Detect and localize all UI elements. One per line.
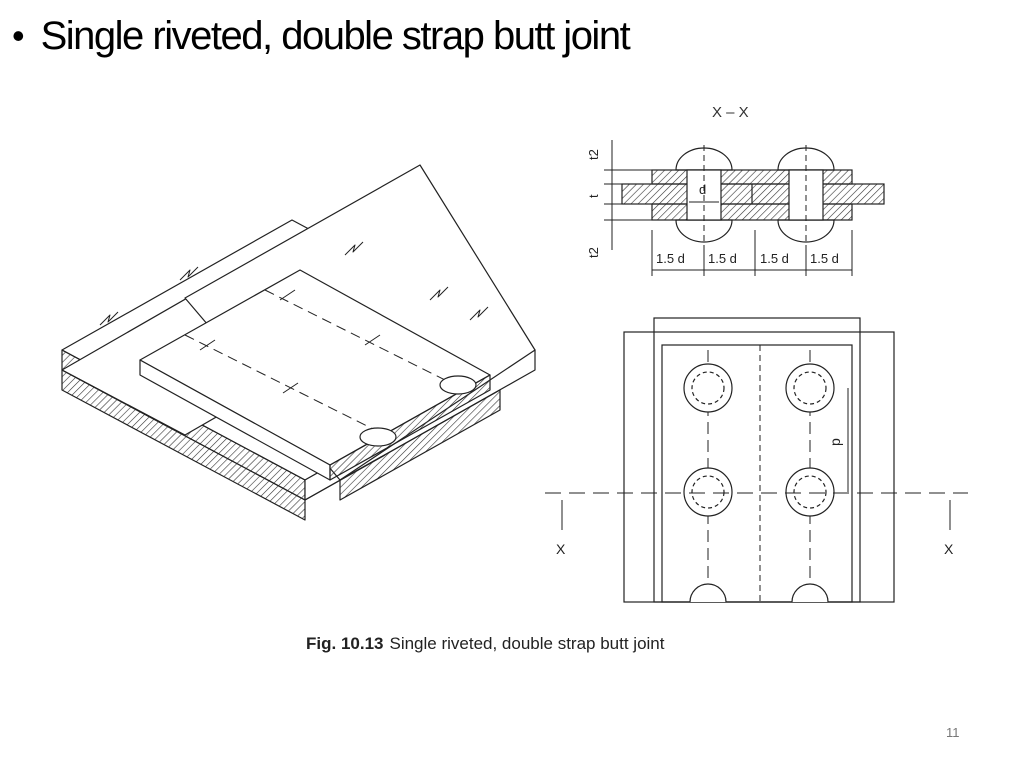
plan-rivets bbox=[683, 363, 835, 603]
spacing-label-1: 1.5 d bbox=[656, 251, 685, 266]
section-mark-left: X bbox=[556, 541, 566, 557]
dim-d: d bbox=[699, 182, 706, 197]
dim-t2-top: t2 bbox=[586, 149, 601, 160]
dim-t2-bottom: t2 bbox=[586, 247, 601, 258]
figure-caption: Fig. 10.13 Single riveted, double strap b… bbox=[306, 634, 665, 654]
section-plates bbox=[621, 169, 885, 221]
spacing-label-3: 1.5 d bbox=[760, 251, 789, 266]
slide-title: Single riveted, double strap butt joint bbox=[40, 14, 631, 58]
caption-text: Single riveted, double strap butt joint bbox=[389, 634, 665, 653]
spacing-label-2: 1.5 d bbox=[708, 251, 737, 266]
thickness-dimensions bbox=[604, 140, 652, 250]
title-bullet: • bbox=[12, 15, 25, 56]
caption-label: Fig. 10.13 bbox=[306, 634, 384, 653]
section-mark-right: X bbox=[944, 541, 954, 557]
section-view: X – X bbox=[586, 104, 885, 276]
section-label: X – X bbox=[712, 104, 749, 121]
rivet-position-ticks bbox=[199, 289, 381, 394]
title-row: • Single riveted, double strap butt join… bbox=[12, 6, 631, 66]
break-marks bbox=[99, 241, 489, 326]
plan-view: p X X bbox=[545, 317, 968, 603]
slide-number: 11 bbox=[946, 725, 960, 740]
dim-t: t bbox=[586, 194, 601, 198]
plan-outlines bbox=[623, 317, 895, 603]
spacing-dimensions bbox=[651, 230, 853, 276]
isometric-view bbox=[61, 164, 536, 521]
section-centre-lines bbox=[703, 145, 807, 245]
pitch-label: p bbox=[827, 438, 843, 446]
spacing-label-4: 1.5 d bbox=[810, 251, 839, 266]
edge-rivet-holes bbox=[359, 375, 477, 447]
top-strap bbox=[139, 269, 491, 481]
rivet-centre-lines bbox=[184, 289, 456, 431]
